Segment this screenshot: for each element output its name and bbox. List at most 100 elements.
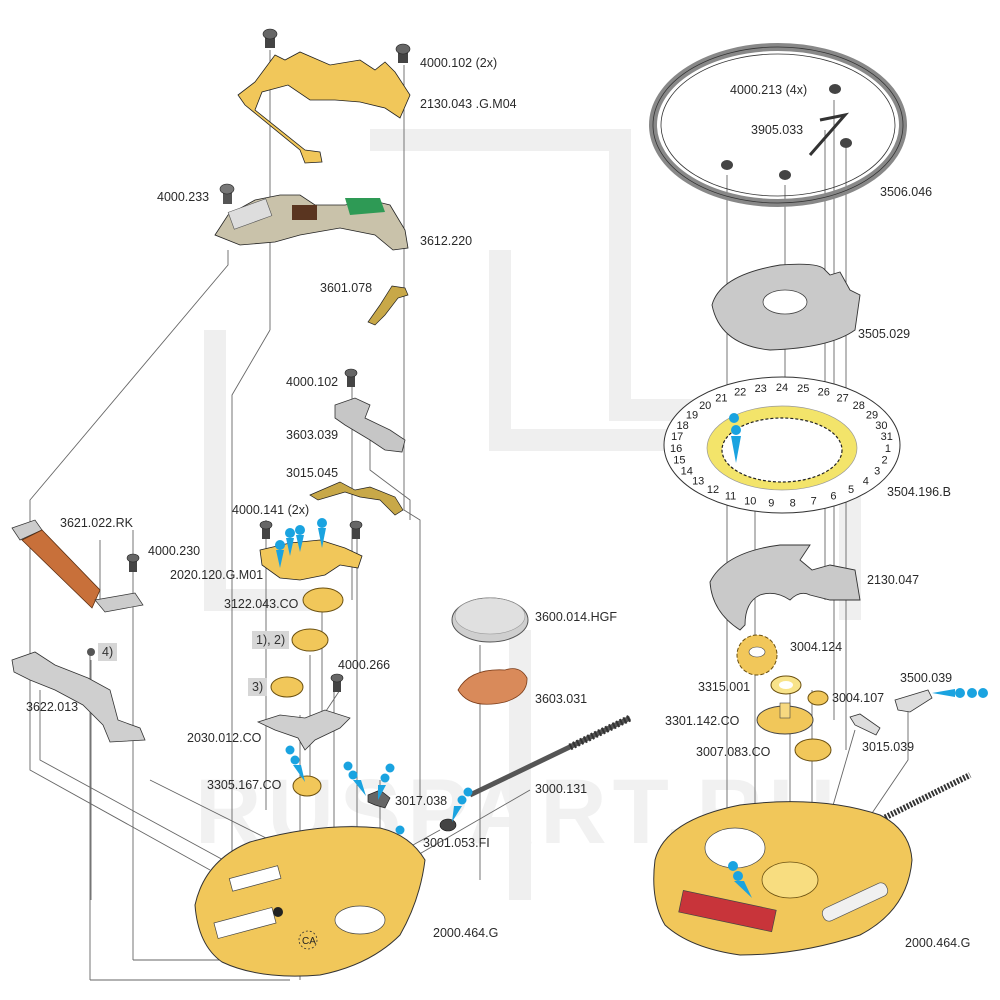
label-4000-230: 4000.230: [148, 544, 201, 558]
date-number: 16: [670, 443, 682, 455]
note-4: 4): [98, 643, 118, 661]
bridge-2020-120: [259, 539, 363, 581]
label-3506-046: 3506.046: [880, 185, 933, 199]
lubricant-drop-icon: [275, 518, 327, 568]
date-number: 13: [692, 476, 704, 488]
date-number: 30: [875, 420, 887, 432]
wheel-3007-083: [794, 738, 832, 762]
date-number: 12: [707, 484, 719, 496]
label-3001-053: 3001.053.FI: [423, 836, 490, 850]
note-3: 3): [248, 678, 268, 696]
label-2020-120: 2020.120.G.M01: [170, 568, 264, 582]
date-number: 15: [673, 455, 685, 467]
stem-3000-131: [468, 714, 632, 798]
date-number: 28: [853, 400, 865, 412]
date-number: 10: [744, 495, 756, 507]
label-3905-033: 3905.033: [751, 123, 804, 137]
label-3505-029: 3505.029: [858, 327, 911, 341]
part-3603-039: [334, 397, 406, 453]
label-2030-012: 2030.012.CO: [187, 731, 262, 745]
date-number: 5: [848, 484, 854, 496]
label-3500-039: 3500.039: [900, 671, 953, 685]
part-3001-053: [439, 818, 457, 832]
lever-3015-045: [309, 481, 404, 516]
date-number: 29: [866, 409, 878, 421]
label-3622-013: 3622.013: [26, 700, 79, 714]
date-number: 19: [686, 409, 698, 421]
date-number: 21: [715, 392, 727, 404]
date-number: 27: [836, 392, 848, 404]
date-number: 23: [755, 383, 767, 395]
label-3007-083: 3007.083.CO: [696, 745, 771, 759]
label-3621-022: 3621.022.RK: [60, 516, 133, 530]
date-number: 4: [863, 476, 869, 488]
coil-3621-022: [11, 519, 144, 613]
screw-icon: [259, 520, 363, 539]
wire-3905-033: [808, 112, 850, 156]
coil-red: [678, 890, 777, 933]
label-3305-167: 3305.167.CO: [207, 778, 282, 792]
label-3004-107: 3004.107: [832, 691, 885, 705]
label-3122-043: 3122.043.CO: [224, 597, 299, 611]
date-number: 8: [790, 498, 796, 510]
label-4000-102-2x: 4000.102 (2x): [420, 56, 498, 70]
label-4000-266: 4000.266: [338, 658, 391, 672]
label-3315-001: 3315.001: [698, 680, 751, 694]
mainplate-marker: [298, 930, 318, 950]
date-number: 20: [699, 400, 711, 412]
date-number: 9: [768, 498, 774, 510]
lever-3015-039: [849, 713, 881, 736]
wheel-3122-043: [302, 587, 344, 613]
screw-icon: [344, 368, 358, 387]
date-number: 11: [725, 491, 736, 503]
date-number: 6: [830, 491, 836, 503]
label-3301-142: 3301.142.CO: [665, 714, 740, 728]
wheel-note-1-2: [291, 628, 329, 652]
lubricant-drop-icon: [932, 688, 988, 698]
mainplate-marker-text: CA: [302, 936, 316, 947]
ic-chip: [292, 205, 317, 220]
note-1-2: 1), 2): [252, 631, 290, 649]
part-3500-039: [894, 689, 933, 713]
lubricant-drop-icon: [728, 861, 752, 898]
label-4000-141: 4000.141 (2x): [232, 503, 310, 517]
bridge-2130-043: [237, 51, 411, 164]
label-3004-124: 3004.124: [790, 640, 843, 654]
wheel-note-3: [270, 676, 304, 698]
label-4000-213: 4000.213 (4x): [730, 83, 808, 97]
date-number: 17: [671, 431, 683, 443]
date-number: 22: [734, 387, 746, 399]
date-number: 7: [811, 495, 817, 507]
date-number: 3: [874, 466, 880, 478]
quartz-crystal: [227, 198, 273, 230]
insulator-3603-031: [457, 668, 528, 705]
label-3015-039: 3015.039: [862, 740, 915, 754]
label-2000-464-left: 2000.464.G: [433, 926, 499, 940]
plate-3622-013: [11, 651, 146, 743]
label-3017-038: 3017.038: [395, 794, 448, 808]
label-3612-220: 3612.220: [420, 234, 473, 248]
screw-icon: [126, 553, 140, 572]
label-3603-039: 3603.039: [286, 428, 339, 442]
wheel-3305-167: [292, 775, 322, 797]
date-number: 18: [676, 420, 688, 432]
date-number: 1: [885, 443, 891, 455]
date-number: 26: [818, 387, 830, 399]
pin-icon: [87, 648, 95, 656]
stem-right: [858, 772, 972, 833]
label-4000-233: 4000.233: [157, 190, 210, 204]
bridge-2130-047: [709, 544, 861, 631]
screw-icon: [262, 28, 411, 63]
date-number: 25: [797, 383, 809, 395]
date-number: 2: [882, 455, 888, 467]
screw-icon: [330, 673, 344, 692]
mainplate-left: [194, 826, 426, 977]
wheel-3004-107: [807, 690, 829, 706]
label-2130-043: 2130.043 .G.M04: [420, 97, 517, 111]
gear-3004-124: [736, 634, 778, 676]
label-3015-045: 3015.045: [286, 466, 339, 480]
date-number: 14: [681, 466, 693, 478]
bridge-2030-012: [256, 709, 351, 751]
